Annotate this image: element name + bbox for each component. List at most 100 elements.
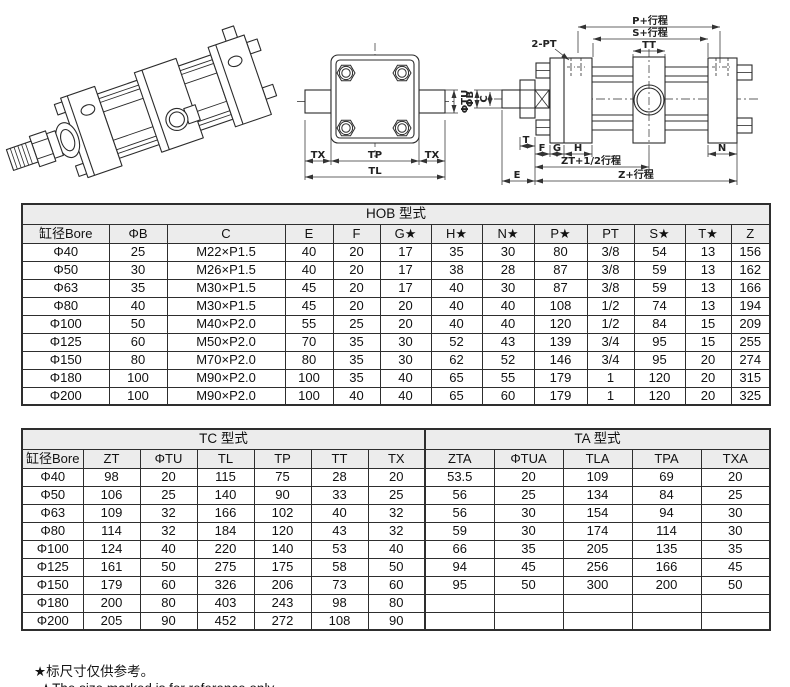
value-cell: 1 — [586, 368, 635, 388]
value-cell: M30×P1.5 — [166, 296, 286, 316]
value-cell: 20 — [367, 467, 426, 487]
value-cell: 60 — [139, 575, 198, 595]
value-cell — [700, 593, 771, 613]
value-cell: 17 — [379, 260, 432, 280]
column-header: S★ — [633, 223, 686, 244]
bore-cell: Φ150 — [21, 350, 110, 370]
tie-rod-nut — [336, 64, 356, 82]
value-cell: 45 — [284, 296, 334, 316]
dim-label-tt: TT — [642, 40, 656, 51]
value-cell: 315 — [730, 368, 771, 388]
value-cell: 15 — [684, 314, 732, 334]
value-cell: 109 — [82, 503, 141, 523]
value-cell: 94 — [631, 503, 702, 523]
value-cell: M22×P1.5 — [166, 242, 286, 262]
value-cell: 35 — [332, 332, 381, 352]
value-cell: 58 — [310, 557, 369, 577]
value-cell: 66 — [424, 539, 495, 559]
value-cell: 40 — [108, 296, 168, 316]
value-cell: 102 — [253, 503, 312, 523]
value-cell: 17 — [379, 242, 432, 262]
value-cell: 43 — [310, 521, 369, 541]
value-cell: 30 — [493, 503, 564, 523]
value-cell: 179 — [82, 575, 141, 595]
value-cell: 32 — [367, 521, 426, 541]
value-cell: 32 — [139, 503, 198, 523]
value-cell: 80 — [533, 242, 588, 262]
front-view-drawing: ΦTU TX TP TX TL — [297, 43, 471, 180]
dim-label-z-stroke: Z+行程 — [618, 168, 654, 181]
value-cell: 114 — [631, 521, 702, 541]
value-cell: 53 — [310, 539, 369, 559]
value-cell: 30 — [481, 278, 535, 298]
dim-label-c: C — [479, 95, 490, 102]
column-header: Z — [730, 223, 771, 244]
value-cell: 115 — [196, 467, 255, 487]
value-cell: 175 — [253, 557, 312, 577]
value-cell: 94 — [424, 557, 495, 577]
value-cell: 108 — [310, 611, 369, 631]
value-cell: 20 — [139, 467, 198, 487]
value-cell: 40 — [284, 260, 334, 280]
tc-table-title: TC 型式 — [21, 428, 426, 450]
value-cell: 166 — [196, 503, 255, 523]
value-cell: 13 — [684, 242, 732, 262]
column-header: TT — [310, 448, 369, 469]
bore-cell: Φ125 — [21, 557, 84, 577]
dim-label-f: F — [539, 143, 546, 154]
bore-cell: Φ80 — [21, 521, 84, 541]
dim-label-t: T — [523, 135, 530, 146]
value-cell: 73 — [310, 575, 369, 595]
value-cell: M30×P1.5 — [166, 278, 286, 298]
value-cell: 65 — [430, 386, 483, 406]
ta-table-title: TA 型式 — [424, 428, 771, 450]
value-cell: 25 — [493, 485, 564, 505]
value-cell: 50 — [139, 557, 198, 577]
value-cell: M50×P2.0 — [166, 332, 286, 352]
column-header: ΦTU — [139, 448, 198, 469]
column-header: H★ — [430, 223, 483, 244]
value-cell: 90 — [139, 611, 198, 631]
value-cell: M90×P2.0 — [166, 368, 286, 388]
value-cell: 179 — [533, 386, 588, 406]
value-cell: 28 — [481, 260, 535, 280]
column-header: F — [332, 223, 381, 244]
tcta-title-row: TC 型式 TA 型式 — [21, 428, 771, 450]
value-cell: 206 — [253, 575, 312, 595]
value-cell: 60 — [367, 575, 426, 595]
dim-label-p-stroke: P+行程 — [632, 14, 668, 27]
value-cell: 95 — [633, 350, 686, 370]
value-cell: 120 — [533, 314, 588, 334]
value-cell: 20 — [332, 260, 381, 280]
value-cell: 80 — [139, 593, 198, 613]
value-cell: 274 — [730, 350, 771, 370]
value-cell: 87 — [533, 260, 588, 280]
column-header: PT — [586, 223, 635, 244]
dim-label-tl: TL — [368, 166, 382, 177]
value-cell: 90 — [367, 611, 426, 631]
value-cell: 3/4 — [586, 332, 635, 352]
value-cell: 59 — [633, 260, 686, 280]
value-cell: 20 — [332, 278, 381, 298]
tie-rod-nut — [736, 64, 753, 81]
column-header: C — [166, 223, 286, 244]
value-cell: 174 — [562, 521, 633, 541]
value-cell: 75 — [253, 467, 312, 487]
value-cell: 33 — [310, 485, 369, 505]
value-cell: 40 — [430, 278, 483, 298]
value-cell: M70×P2.0 — [166, 350, 286, 370]
value-cell: 74 — [633, 296, 686, 316]
cylinder-tube — [592, 66, 708, 131]
column-header: ZTA — [424, 448, 495, 469]
value-cell: 32 — [139, 521, 198, 541]
value-cell: 300 — [562, 575, 633, 595]
value-cell: 1 — [586, 386, 635, 406]
value-cell: 55 — [481, 368, 535, 388]
column-header: ZT — [82, 448, 141, 469]
